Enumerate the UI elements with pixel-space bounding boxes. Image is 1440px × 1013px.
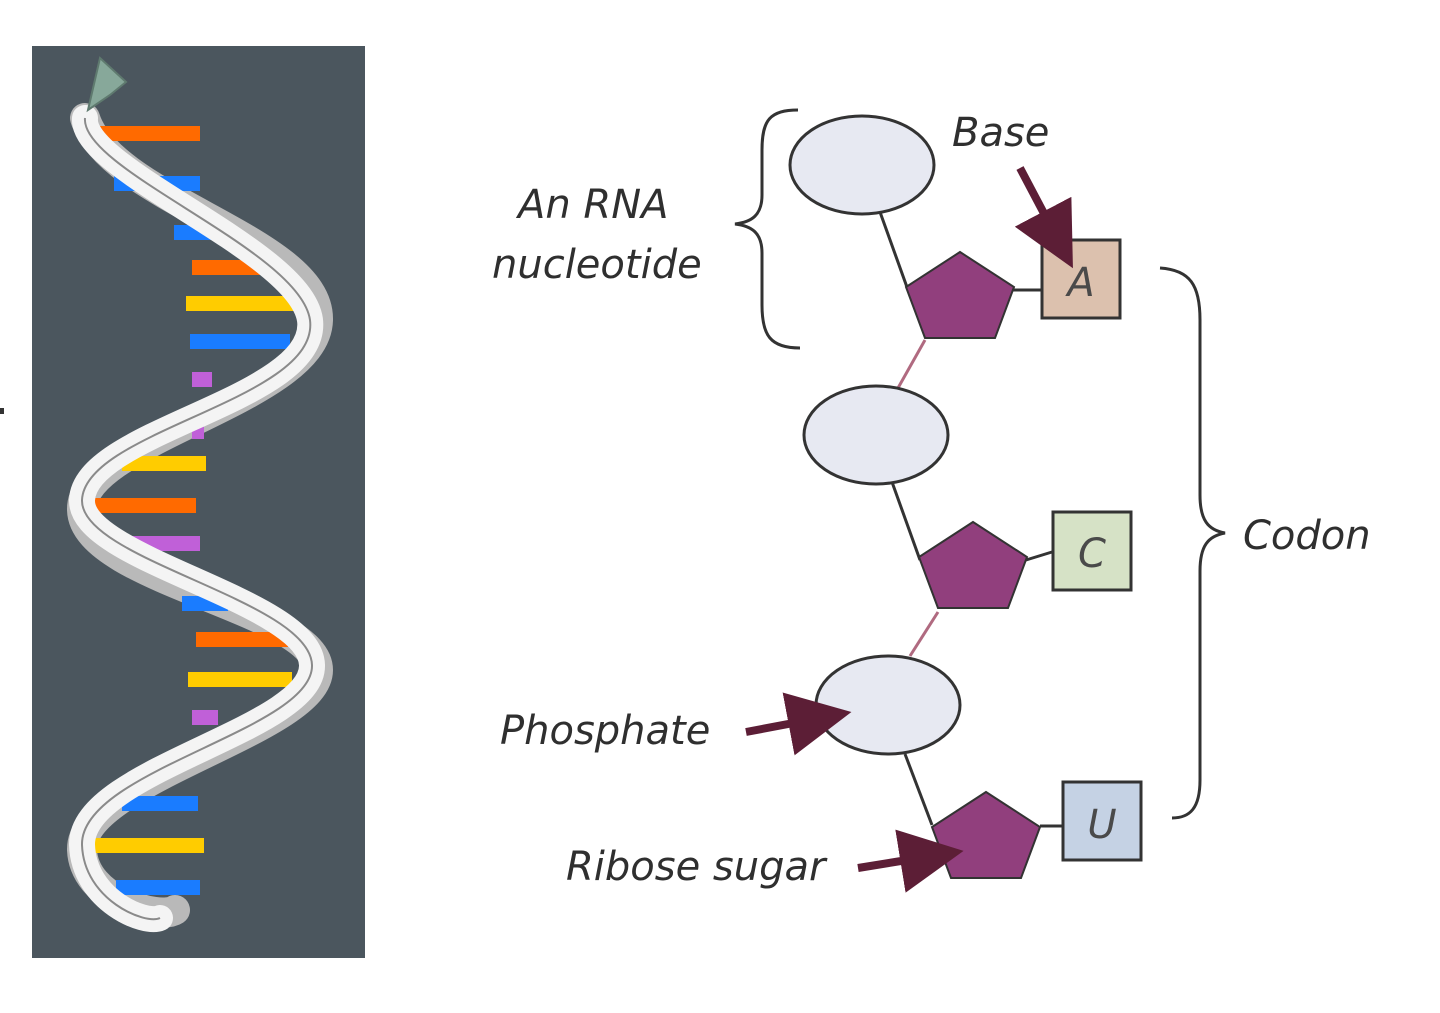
phosphate-arrow (745, 692, 852, 756)
ribose-sugar-3 (930, 790, 1042, 879)
base-letter-c: C (1078, 531, 1106, 577)
helix-rung-yellow (122, 456, 206, 471)
label-codon: Codon (1243, 513, 1371, 559)
helix-rung-orange (92, 498, 196, 513)
ribose-sugar-2 (917, 520, 1029, 609)
connector (903, 753, 934, 826)
helix-rung-purple (192, 372, 212, 387)
helix-rung-yellow (88, 838, 204, 853)
phosphate-1 (788, 114, 936, 216)
helix-front-strand-edge (80, 117, 314, 921)
helix-rung-orange (192, 260, 262, 275)
codon-brace (1159, 266, 1226, 820)
helix-rung-purple (192, 710, 218, 725)
rna-chain: A C U (788, 114, 1143, 879)
nucleotide-brace (734, 108, 801, 350)
helix-rung-orange (196, 632, 288, 647)
helix-rung-blue (190, 334, 290, 349)
helix-rung-blue (116, 880, 200, 895)
connector (890, 481, 922, 561)
phosphate-2 (802, 384, 950, 486)
label-rna-nucleotide-line1: An RNA (515, 182, 669, 228)
base-letter-a: A (1064, 260, 1094, 306)
label-phosphate: Phosphate (500, 708, 710, 754)
label-base: Base (952, 110, 1049, 156)
double-helix-panel (32, 46, 365, 958)
base-box-c (1051, 510, 1133, 592)
stray-mark (0, 408, 4, 414)
label-ribose-sugar: Ribose sugar (566, 844, 828, 890)
helix-rung-yellow (188, 672, 292, 687)
base-box-u (1061, 780, 1143, 862)
helix-rung-yellow (186, 296, 304, 311)
phosphate-3 (814, 654, 962, 756)
base-arrow (1014, 166, 1073, 269)
label-rna-nucleotide-line2: nucleotide (492, 242, 702, 288)
connector (1025, 550, 1053, 562)
helix-rung-blue (122, 796, 198, 811)
helix-top-cap (86, 56, 128, 113)
connector (878, 211, 910, 291)
helix-rung-orange (88, 126, 200, 141)
ribose-sugar-arrow (857, 829, 964, 893)
ribose-sugar-1 (904, 250, 1016, 339)
connector (896, 339, 927, 389)
base-letter-u: U (1087, 802, 1116, 848)
connector (908, 611, 940, 657)
